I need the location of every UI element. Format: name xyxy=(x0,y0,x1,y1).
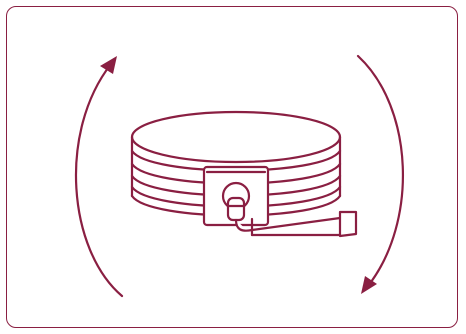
left-rotate-arrow-icon xyxy=(74,56,124,298)
right-rotate-arrow-icon xyxy=(356,54,405,294)
illustration-frame xyxy=(6,6,458,328)
pan-latch-clasp-icon xyxy=(202,165,358,238)
